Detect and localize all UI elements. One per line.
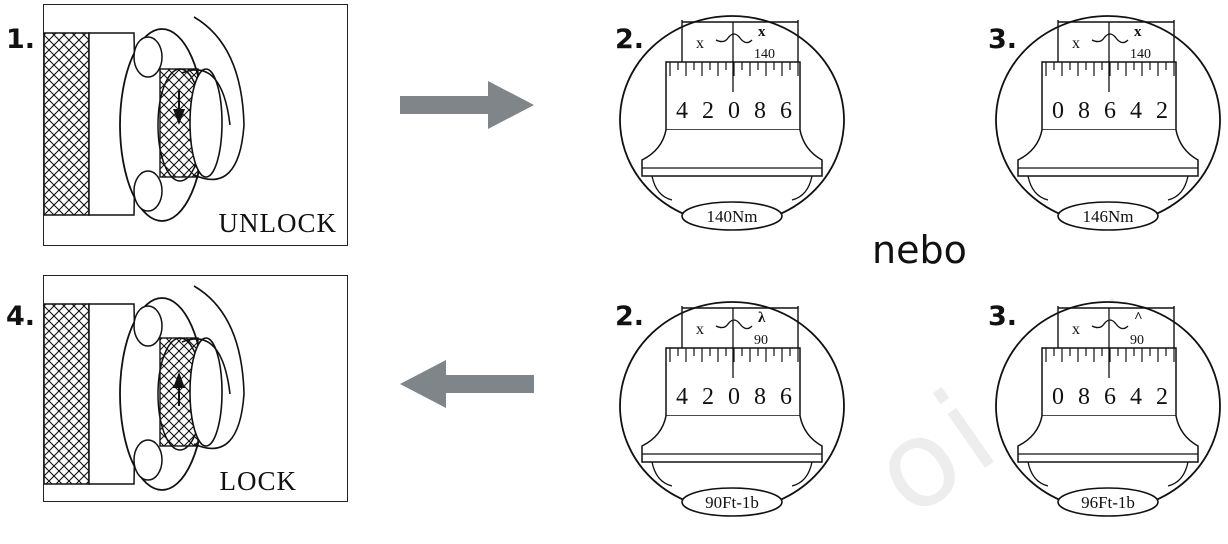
step-number-unlock: 1. xyxy=(6,24,36,55)
dial-scale-number: 6 xyxy=(1104,98,1116,124)
dial-value: 140 xyxy=(1130,47,1151,62)
dial-value: 140 xyxy=(754,47,775,62)
dial-reading: 90Ft-1b xyxy=(705,493,759,512)
dial-scale-number: 0 xyxy=(728,384,740,410)
dial-top-mark: λ xyxy=(758,310,766,326)
dial-step-number: 3. xyxy=(988,301,1018,332)
dial-scale-number: 6 xyxy=(780,98,792,124)
dial-scale-number: 4 xyxy=(676,384,688,410)
dial-scale-number: 4 xyxy=(1130,384,1142,410)
unlock-panel: UNLOCK xyxy=(43,4,348,246)
dial-scale-number: 8 xyxy=(754,98,766,124)
dial-marker: x xyxy=(696,321,704,338)
dial-scale-number: 8 xyxy=(1078,384,1090,410)
dial-scale-number: 2 xyxy=(1156,384,1168,410)
dial-step-number: 2. xyxy=(615,24,645,55)
dial-reading: 96Ft-1b xyxy=(1081,493,1135,512)
step-number-lock: 4. xyxy=(6,301,36,332)
dial-step-number: 3. xyxy=(988,24,1018,55)
dial-step-number: 2. xyxy=(615,301,645,332)
arrow-right-icon xyxy=(400,81,534,129)
dial-scale-number: 0 xyxy=(1052,384,1064,410)
lock-panel: LOCK xyxy=(43,275,348,502)
dial-marker: x xyxy=(1072,321,1080,338)
locking-knob-unlock-illustration xyxy=(44,16,245,222)
dial-value: 90 xyxy=(754,333,768,348)
lock-label: LOCK xyxy=(219,466,297,496)
dial-scale-number: 8 xyxy=(754,384,766,410)
dial-top-mark: x xyxy=(758,24,766,40)
dial-scale-number: 0 xyxy=(1052,98,1064,124)
dial-reading: 146Nm xyxy=(1083,207,1134,226)
dial-marker: x xyxy=(1072,35,1080,52)
dial-scale-number: 8 xyxy=(1078,98,1090,124)
unlock-label: UNLOCK xyxy=(218,208,337,238)
dial-scale-number: 2 xyxy=(702,384,714,410)
dial-top-mark: ^ xyxy=(1134,310,1143,326)
dial-scale-number: 2 xyxy=(1156,98,1168,124)
dial-scale-number: 4 xyxy=(676,98,688,124)
dial-scale-number: 2 xyxy=(702,98,714,124)
dial-top-mark: x xyxy=(1134,24,1142,40)
or-text: nebo xyxy=(872,228,967,272)
dial-marker: x xyxy=(696,35,704,52)
dial-scale-number: 4 xyxy=(1130,98,1142,124)
dial-scale-number: 6 xyxy=(780,384,792,410)
dial-scale-number: 6 xyxy=(1104,384,1116,410)
locking-knob-lock-illustration xyxy=(44,285,245,491)
dial-reading: 140Nm xyxy=(707,207,758,226)
dial-value: 90 xyxy=(1130,333,1144,348)
dial-scale-number: 0 xyxy=(728,98,740,124)
arrow-left-icon xyxy=(400,360,534,408)
